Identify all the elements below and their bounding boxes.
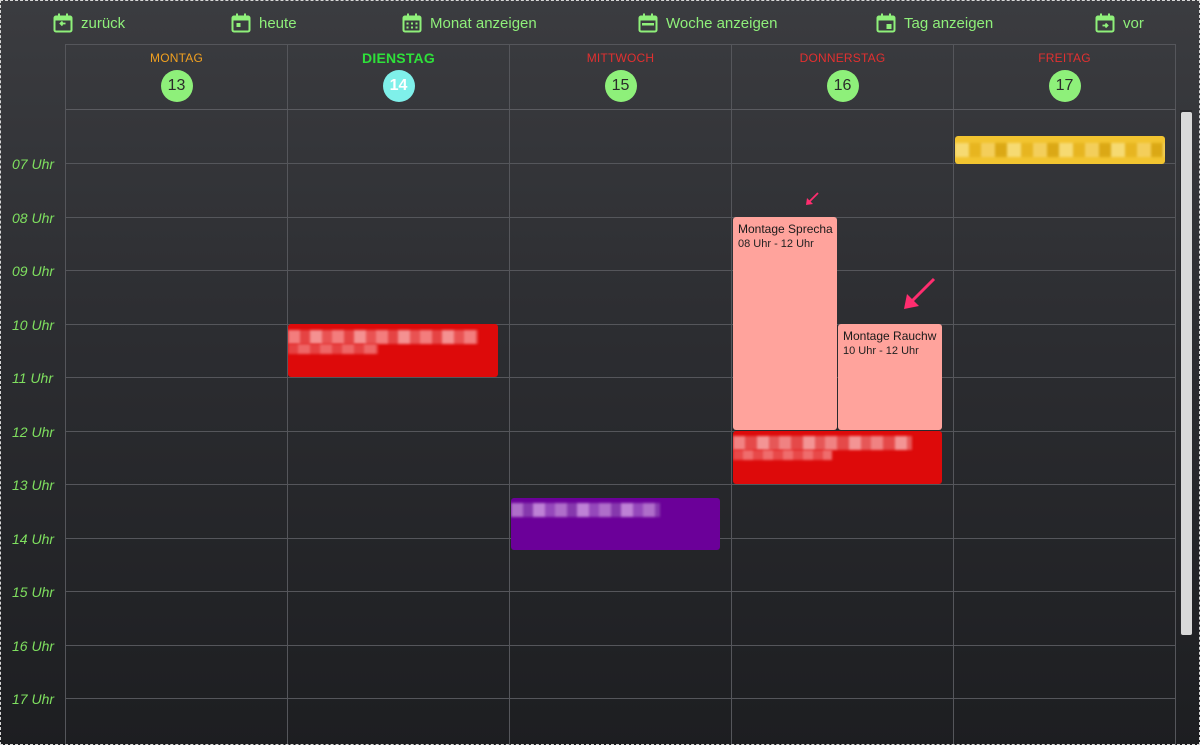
- hour-line: [66, 431, 1176, 432]
- grid-column-line: [731, 44, 732, 745]
- hour-label: 13 Uhr: [12, 477, 55, 493]
- day-name: FREITAG: [1038, 51, 1091, 65]
- day-header-monday[interactable]: MONTAG 13: [66, 44, 287, 109]
- hour-label: 07 Uhr: [12, 156, 55, 172]
- day-number: 16: [826, 70, 859, 102]
- hour-line: [66, 645, 1176, 646]
- hour-line: [66, 217, 1176, 218]
- calendar-next-icon: [1095, 13, 1115, 33]
- calendar-event-montage-rauchw[interactable]: Montage Rauchw 10 Uhr - 12 Uhr: [838, 324, 942, 430]
- event-time: 08 Uhr - 12 Uhr: [738, 238, 814, 250]
- redacted-title: [955, 143, 1165, 157]
- hour-label: 16 Uhr: [12, 638, 55, 654]
- hour-label: 08 Uhr: [12, 210, 55, 226]
- month-view-label: Monat anzeigen: [430, 14, 537, 32]
- calendar-back-icon: [53, 13, 73, 33]
- grid-column-line: [287, 44, 288, 745]
- calendar-event-redacted[interactable]: [733, 431, 942, 484]
- day-view-button[interactable]: Tag anzeigen: [876, 11, 993, 35]
- day-number: 15: [604, 70, 637, 102]
- annotation-arrow-icon: [904, 277, 936, 309]
- hour-label: 11 Uhr: [12, 370, 53, 386]
- calendar-event-redacted[interactable]: [511, 498, 720, 550]
- day-name: DIENSTAG: [362, 50, 435, 66]
- grid-column-line: [65, 44, 66, 745]
- hour-line: [66, 484, 1176, 485]
- redacted-subtitle: [733, 450, 832, 460]
- event-title: Montage Rauchw: [843, 329, 937, 343]
- grid-top-line: [66, 44, 1176, 45]
- day-number: 17: [1048, 70, 1081, 102]
- grid-column-line: [953, 44, 954, 745]
- redacted-title: [733, 436, 912, 450]
- hour-line: [66, 591, 1176, 592]
- today-button[interactable]: heute: [231, 11, 297, 35]
- month-view-button[interactable]: Monat anzeigen: [402, 11, 537, 35]
- day-name: DONNERSTAG: [799, 51, 886, 65]
- hour-label: 10 Uhr: [12, 317, 55, 333]
- grid-column-line: [1175, 44, 1176, 745]
- next-button[interactable]: vor: [1095, 11, 1144, 35]
- today-button-label: heute: [259, 14, 297, 32]
- hour-line: [66, 698, 1176, 699]
- day-header-thursday[interactable]: DONNERSTAG 16: [732, 44, 953, 109]
- hour-line: [66, 324, 1176, 325]
- redacted-title: [511, 503, 660, 517]
- annotation-arrow-icon: [806, 192, 819, 205]
- calendar-today-icon: [231, 13, 251, 33]
- hour-label: 17 Uhr: [12, 691, 55, 707]
- day-number-today: 14: [382, 70, 415, 102]
- header-separator: [66, 109, 1176, 110]
- back-button-label: zurück: [81, 14, 126, 32]
- day-number: 13: [160, 70, 193, 102]
- back-button[interactable]: zurück: [53, 11, 125, 35]
- week-view-button[interactable]: Woche anzeigen: [638, 11, 777, 35]
- calendar-toolbar: zurück heute Monat anzeigen Woche anzeig…: [0, 0, 1200, 44]
- redacted-title: [288, 330, 478, 344]
- hour-line: [66, 377, 1176, 378]
- day-header-wednesday[interactable]: MITTWOCH 15: [510, 44, 731, 109]
- next-button-label: vor: [1123, 14, 1144, 32]
- scrollbar-thumb[interactable]: [1181, 112, 1192, 635]
- day-view-label: Tag anzeigen: [904, 14, 994, 32]
- day-header-tuesday[interactable]: DIENSTAG 14: [288, 44, 509, 109]
- calendar-month-icon: [402, 13, 422, 33]
- hour-label: 14 Uhr: [12, 531, 55, 547]
- grid-column-line: [509, 44, 510, 745]
- calendar-day-icon: [876, 13, 896, 33]
- calendar-event-redacted[interactable]: [288, 324, 498, 377]
- day-header-friday[interactable]: FREITAG 17: [954, 44, 1175, 109]
- day-name: MONTAG: [150, 51, 203, 65]
- hour-line: [66, 163, 1176, 164]
- week-view-label: Woche anzeigen: [666, 14, 778, 32]
- hour-line: [66, 270, 1176, 271]
- redacted-subtitle: [288, 344, 378, 354]
- hour-label: 15 Uhr: [12, 584, 55, 600]
- calendar-event-redacted[interactable]: [955, 136, 1165, 164]
- calendar-event-montage-sprecha[interactable]: Montage Sprecha 08 Uhr - 12 Uhr: [733, 217, 837, 430]
- hour-label: 09 Uhr: [12, 263, 55, 279]
- calendar-week-icon: [638, 13, 658, 33]
- event-title: Montage Sprecha: [738, 222, 833, 236]
- hour-label: 12 Uhr: [12, 424, 55, 440]
- event-time: 10 Uhr - 12 Uhr: [843, 345, 919, 357]
- day-name: MITTWOCH: [586, 51, 655, 65]
